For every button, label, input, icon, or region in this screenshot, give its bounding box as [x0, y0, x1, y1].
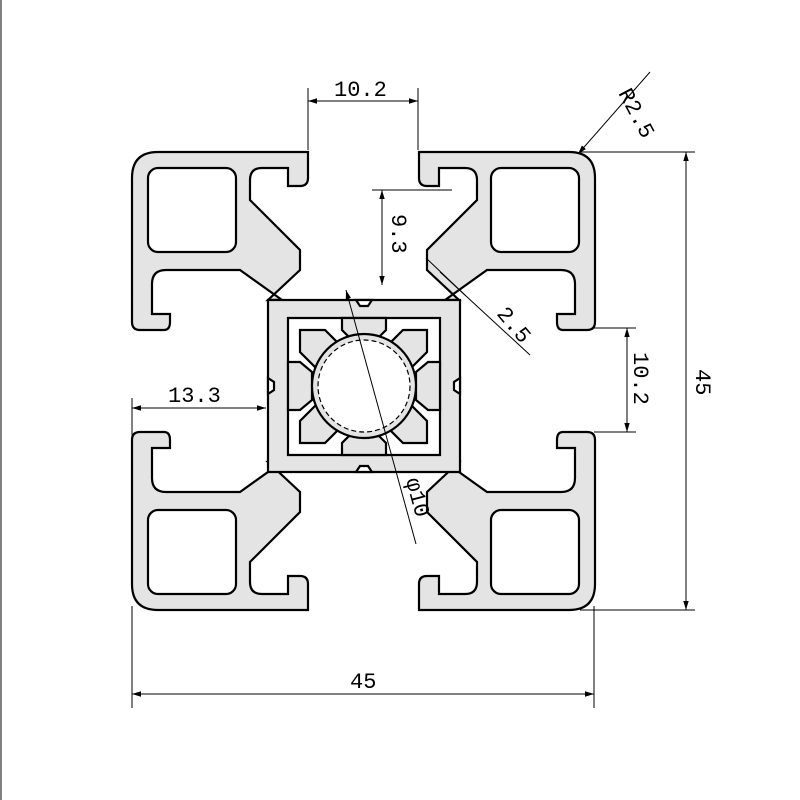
dim-overall-height-label: 45 — [689, 369, 714, 395]
dim-corner-radius-label: R2.5 — [612, 85, 659, 143]
dim-web-thickness-label: 2.5 — [491, 302, 536, 348]
dim-slot-depth: 13.3 — [131, 384, 266, 440]
dim-top-slot: 10.2 — [307, 78, 419, 150]
dim-overall-height: 45 — [580, 151, 714, 611]
dim-core-offset-label: 9.3 — [385, 214, 410, 254]
dim-side-slot-label: 10.2 — [627, 352, 652, 405]
dim-corner-radius: R2.5 — [577, 71, 659, 155]
dim-center-bore-label: φ10 — [399, 475, 433, 520]
dim-side-slot: 10.2 — [594, 327, 652, 433]
dim-overall-width: 45 — [131, 606, 595, 708]
dim-core-offset: 9.3 — [372, 189, 452, 285]
dim-slot-depth-label: 13.3 — [168, 384, 221, 409]
dim-overall-width-label: 45 — [350, 670, 376, 695]
dim-top-slot-label: 10.2 — [334, 78, 387, 103]
center-core — [266, 298, 462, 474]
